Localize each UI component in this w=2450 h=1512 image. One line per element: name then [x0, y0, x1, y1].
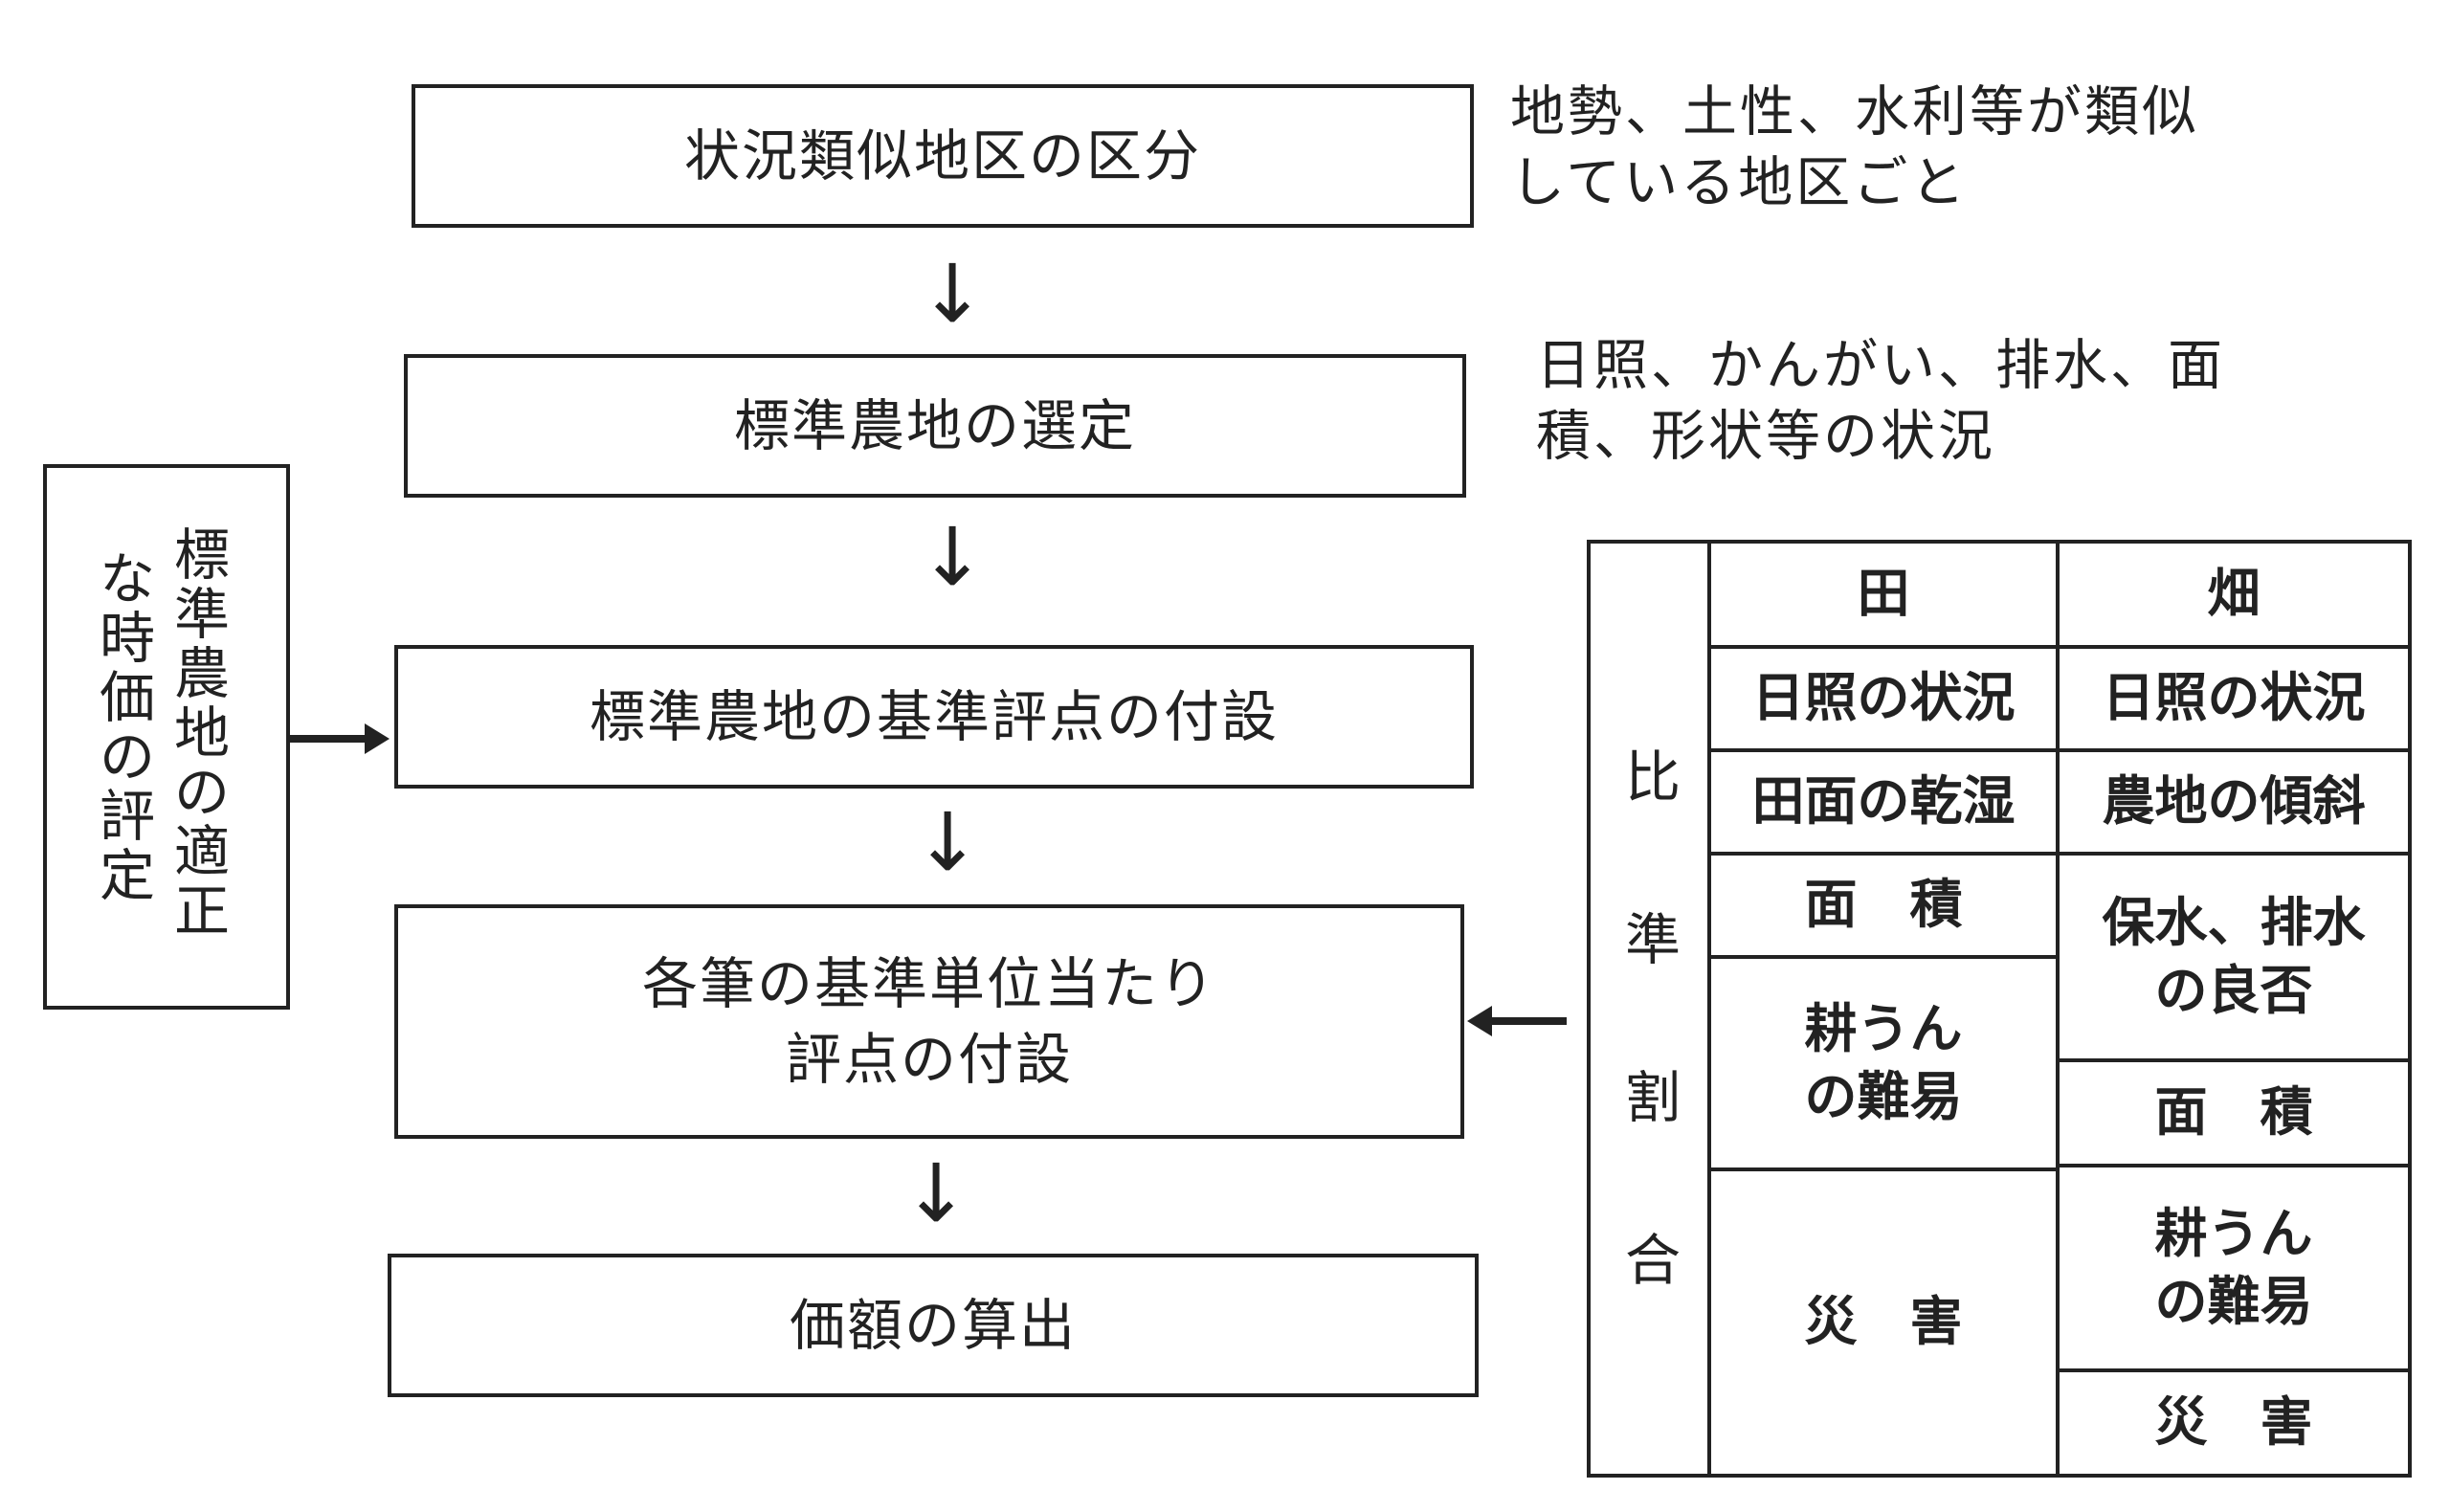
flow-step-standard-farmland-selection-label: 標準農地の選定 [733, 392, 1136, 458]
column-header-upland: 畑 [2207, 563, 2261, 625]
side-label-char: 準 [1624, 907, 1681, 972]
table-divider [2060, 748, 2408, 752]
flow-step-value-calculation: 価額の算出 [388, 1254, 1479, 1397]
table-divider [1707, 544, 1711, 1474]
flow-step-unit-score-line2: 評点の付設 [785, 1026, 1073, 1092]
down-arrow-icon: ↓ [914, 795, 982, 889]
table-divider [2060, 1368, 2408, 1372]
down-arrow-icon: ↓ [902, 1146, 970, 1240]
paddy-item: 日照の状況 [1751, 667, 2016, 729]
upland-item: 災 害 [2154, 1391, 2313, 1454]
paddy-item: 耕うん の難易 [1804, 997, 1963, 1128]
upland-item: 耕うん の難易 [2154, 1202, 2313, 1333]
side-box-market-value-evaluation: 標準農地の適正 な時価の評定 [43, 464, 290, 1010]
down-arrow-icon: ↓ [919, 247, 987, 341]
down-arrow-icon: ↓ [919, 510, 987, 604]
paddy-item: 災 害 [1804, 1291, 1963, 1353]
table-divider [2060, 645, 2408, 649]
flow-step-district-division-label: 状況類似地区の区分 [683, 122, 1201, 189]
flow-step-standard-farmland-selection: 標準農地の選定 [404, 354, 1466, 498]
table-divider [2056, 544, 2060, 1474]
note-district-criteria: 地勢、土性、水利等が類似 している地区ごと [1510, 80, 2199, 215]
paddy-item: 面 積 [1804, 874, 1963, 936]
flow-step-value-calculation-label: 価額の算出 [789, 1292, 1077, 1358]
side-box-column-left: な時価の評定 [99, 546, 155, 909]
table-divider [2060, 852, 2408, 856]
table-divider [2060, 1058, 2408, 1062]
table-divider [1711, 852, 2056, 856]
table-divider [1711, 645, 2056, 649]
upland-item: 農地の傾斜 [2102, 770, 2366, 833]
flow-step-standard-score-assignment-label: 標準農地の基準評点の付設 [589, 683, 1279, 749]
paddy-item: 田面の乾湿 [1751, 770, 2016, 833]
side-box-column-right: 標準農地の適正 [173, 523, 230, 945]
side-label-char: 合 [1624, 1228, 1681, 1293]
comparison-ratio-table: 比 準 割 合 田 畑 日照の状況 田面の乾湿 面 積 耕うん の難易 災 害 … [1587, 540, 2412, 1478]
flow-step-district-division: 状況類似地区の区分 [412, 84, 1474, 228]
side-label-char: 割 [1624, 1065, 1681, 1130]
note-selection-criteria: 日照、かんがい、排水、面 積、形状等の状況 [1536, 334, 2225, 469]
arrow-right-icon [290, 723, 390, 754]
flow-step-unit-score-assignment: 各筆の基準単位当たり 評点の付設 [394, 904, 1464, 1139]
side-label-char: 比 [1624, 745, 1681, 810]
flow-step-unit-score-line1: 各筆の基準単位当たり [641, 951, 1216, 1017]
flow-step-standard-score-assignment: 標準農地の基準評点の付設 [394, 645, 1474, 789]
table-divider [2060, 1164, 2408, 1167]
column-header-paddy: 田 [1857, 563, 1910, 625]
table-divider [1711, 955, 2056, 959]
upland-item: 保水、排水 の良否 [2102, 891, 2366, 1022]
arrow-left-icon [1467, 1006, 1567, 1036]
table-divider [1711, 748, 2056, 752]
upland-item: 面 積 [2154, 1081, 2313, 1144]
upland-item: 日照の状況 [2102, 667, 2366, 729]
table-divider [1711, 1167, 2056, 1171]
